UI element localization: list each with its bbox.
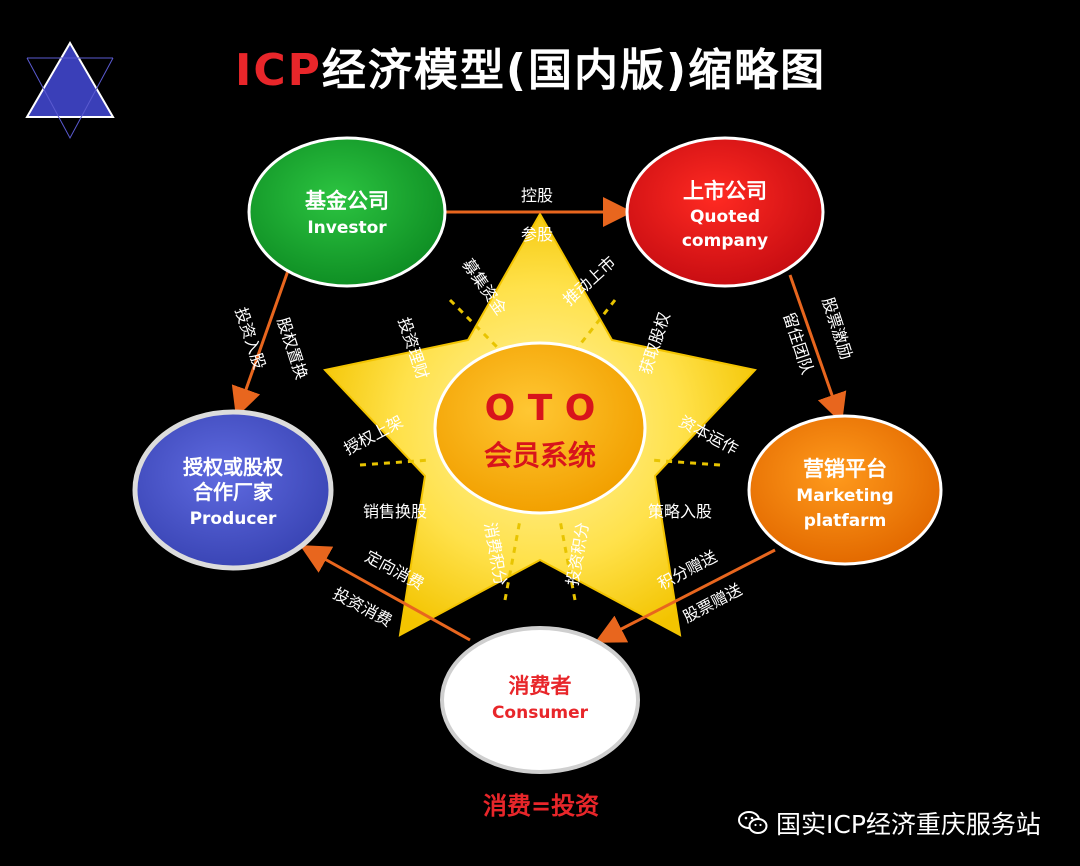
page-title: ICP经济模型(国内版)缩略图 — [235, 34, 826, 98]
label-xiaoshou-huangu: 销售换股 — [363, 502, 427, 521]
label-liuzhu-tuandui: 留住团队 — [779, 310, 817, 377]
label-touzi-xiaofei: 投资消费 — [330, 584, 395, 631]
oto-line2: 会员系统 — [484, 439, 596, 472]
label-gupiao-jili: 股票激励 — [818, 295, 856, 362]
marketing-platform-node — [747, 414, 943, 566]
triangle-logo-icon — [25, 41, 115, 140]
label-guquan-zhihuan: 股权置换 — [273, 315, 311, 382]
quoted-company-node — [625, 136, 825, 288]
marketing-en1: Marketing — [796, 486, 893, 506]
footer-slogan: 消费=投资 — [483, 792, 600, 820]
producer-en: Producer — [190, 509, 277, 529]
marketing-en2: platfarm — [804, 511, 887, 531]
consumer-en: Consumer — [492, 703, 589, 723]
oto-center — [433, 341, 647, 515]
consumer-zh: 消费者 — [509, 674, 572, 698]
investor-node — [247, 136, 447, 288]
outer-arrows — [231, 197, 847, 643]
investor-zh: 基金公司 — [305, 189, 389, 213]
watermark-text: 国实ICP经济重庆服务站 — [776, 810, 1041, 839]
title-rest: 经济模型(国内版)缩略图 — [321, 45, 827, 96]
label-cangu: 参股 — [521, 225, 553, 244]
oto-line1: O T O — [485, 388, 596, 429]
wechat-icon — [738, 811, 768, 834]
producer-node — [132, 409, 334, 571]
title-icp: ICP — [235, 45, 322, 96]
quoted-en2: company — [682, 231, 768, 251]
quoted-en1: Quoted — [690, 207, 760, 227]
label-celue-rugu: 策略入股 — [648, 502, 712, 521]
label-gupiao-zengsong: 股票赠送 — [680, 580, 745, 627]
watermark: 国实ICP经济重庆服务站 — [738, 805, 1041, 841]
producer-zh1: 授权或股权 — [183, 455, 284, 479]
quoted-zh: 上市公司 — [683, 179, 767, 203]
producer-zh2: 合作厂家 — [193, 480, 274, 504]
marketing-zh: 营销平台 — [803, 457, 887, 481]
investor-en: Investor — [307, 218, 387, 238]
consumer-node — [440, 626, 640, 774]
label-kongu: 控股 — [521, 186, 553, 205]
